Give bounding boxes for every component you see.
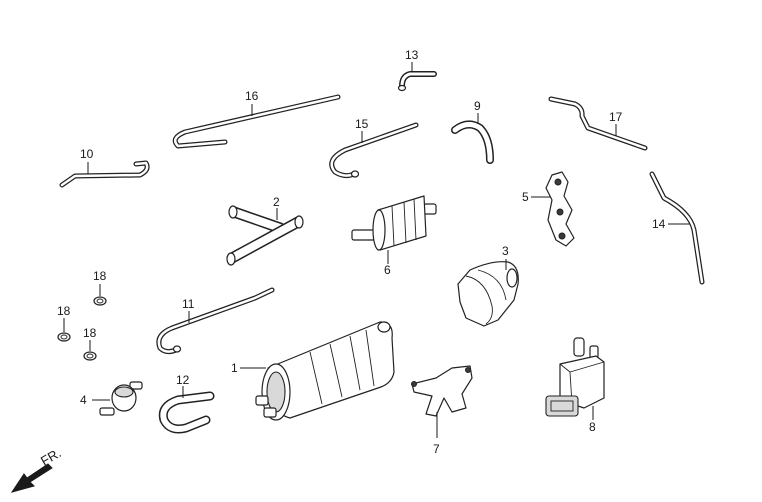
- callout-5: 5: [522, 190, 529, 204]
- callout-1: 1: [231, 361, 238, 375]
- part-1-canister[interactable]: [255, 321, 395, 421]
- part-17-rod[interactable]: [548, 96, 648, 151]
- part-10-tube[interactable]: [59, 160, 150, 188]
- part-18-clamp-left[interactable]: [57, 332, 71, 342]
- part-16-rod[interactable]: [172, 94, 341, 149]
- part-8-solenoid[interactable]: [545, 337, 605, 417]
- callout-2: 2: [273, 195, 280, 209]
- part-3-cover[interactable]: [457, 261, 519, 327]
- part-6-filter[interactable]: [351, 195, 437, 251]
- callout-14: 14: [652, 217, 666, 231]
- callout-4: 4: [80, 393, 87, 407]
- front-direction-arrow-icon: [10, 463, 53, 493]
- part-2-t-fitting[interactable]: [226, 205, 304, 266]
- part-18-clamp-lower[interactable]: [83, 351, 97, 361]
- part-15-tube[interactable]: [329, 122, 419, 179]
- callout-13: 13: [405, 48, 419, 62]
- part-7-bracket[interactable]: [411, 365, 473, 417]
- callout-8: 8: [589, 420, 596, 434]
- part-4-valve[interactable]: [99, 381, 143, 416]
- callout-17: 17: [609, 110, 623, 124]
- callout-15: 15: [355, 117, 369, 131]
- callout-6: 6: [384, 263, 391, 277]
- front-direction-label: FR.: [38, 445, 64, 468]
- part-14-tube[interactable]: [649, 171, 705, 285]
- callout-11: 11: [182, 297, 195, 311]
- callout-12: 12: [176, 373, 190, 387]
- callout-18a: 18: [93, 269, 107, 283]
- part-18-clamp-upper[interactable]: [93, 296, 107, 306]
- callout-9: 9: [474, 99, 481, 113]
- callout-3: 3: [502, 244, 509, 258]
- part-13-tube[interactable]: [397, 71, 437, 92]
- callout-18c: 18: [83, 326, 97, 340]
- part-11-tube[interactable]: [156, 287, 275, 355]
- callout-7: 7: [433, 442, 440, 456]
- part-12-hose[interactable]: [158, 391, 215, 434]
- part-5-bracket[interactable]: [545, 171, 575, 247]
- part-9-hose[interactable]: [451, 120, 494, 164]
- callout-16: 16: [245, 89, 259, 103]
- callout-18b: 18: [57, 304, 71, 318]
- callout-10: 10: [80, 147, 94, 161]
